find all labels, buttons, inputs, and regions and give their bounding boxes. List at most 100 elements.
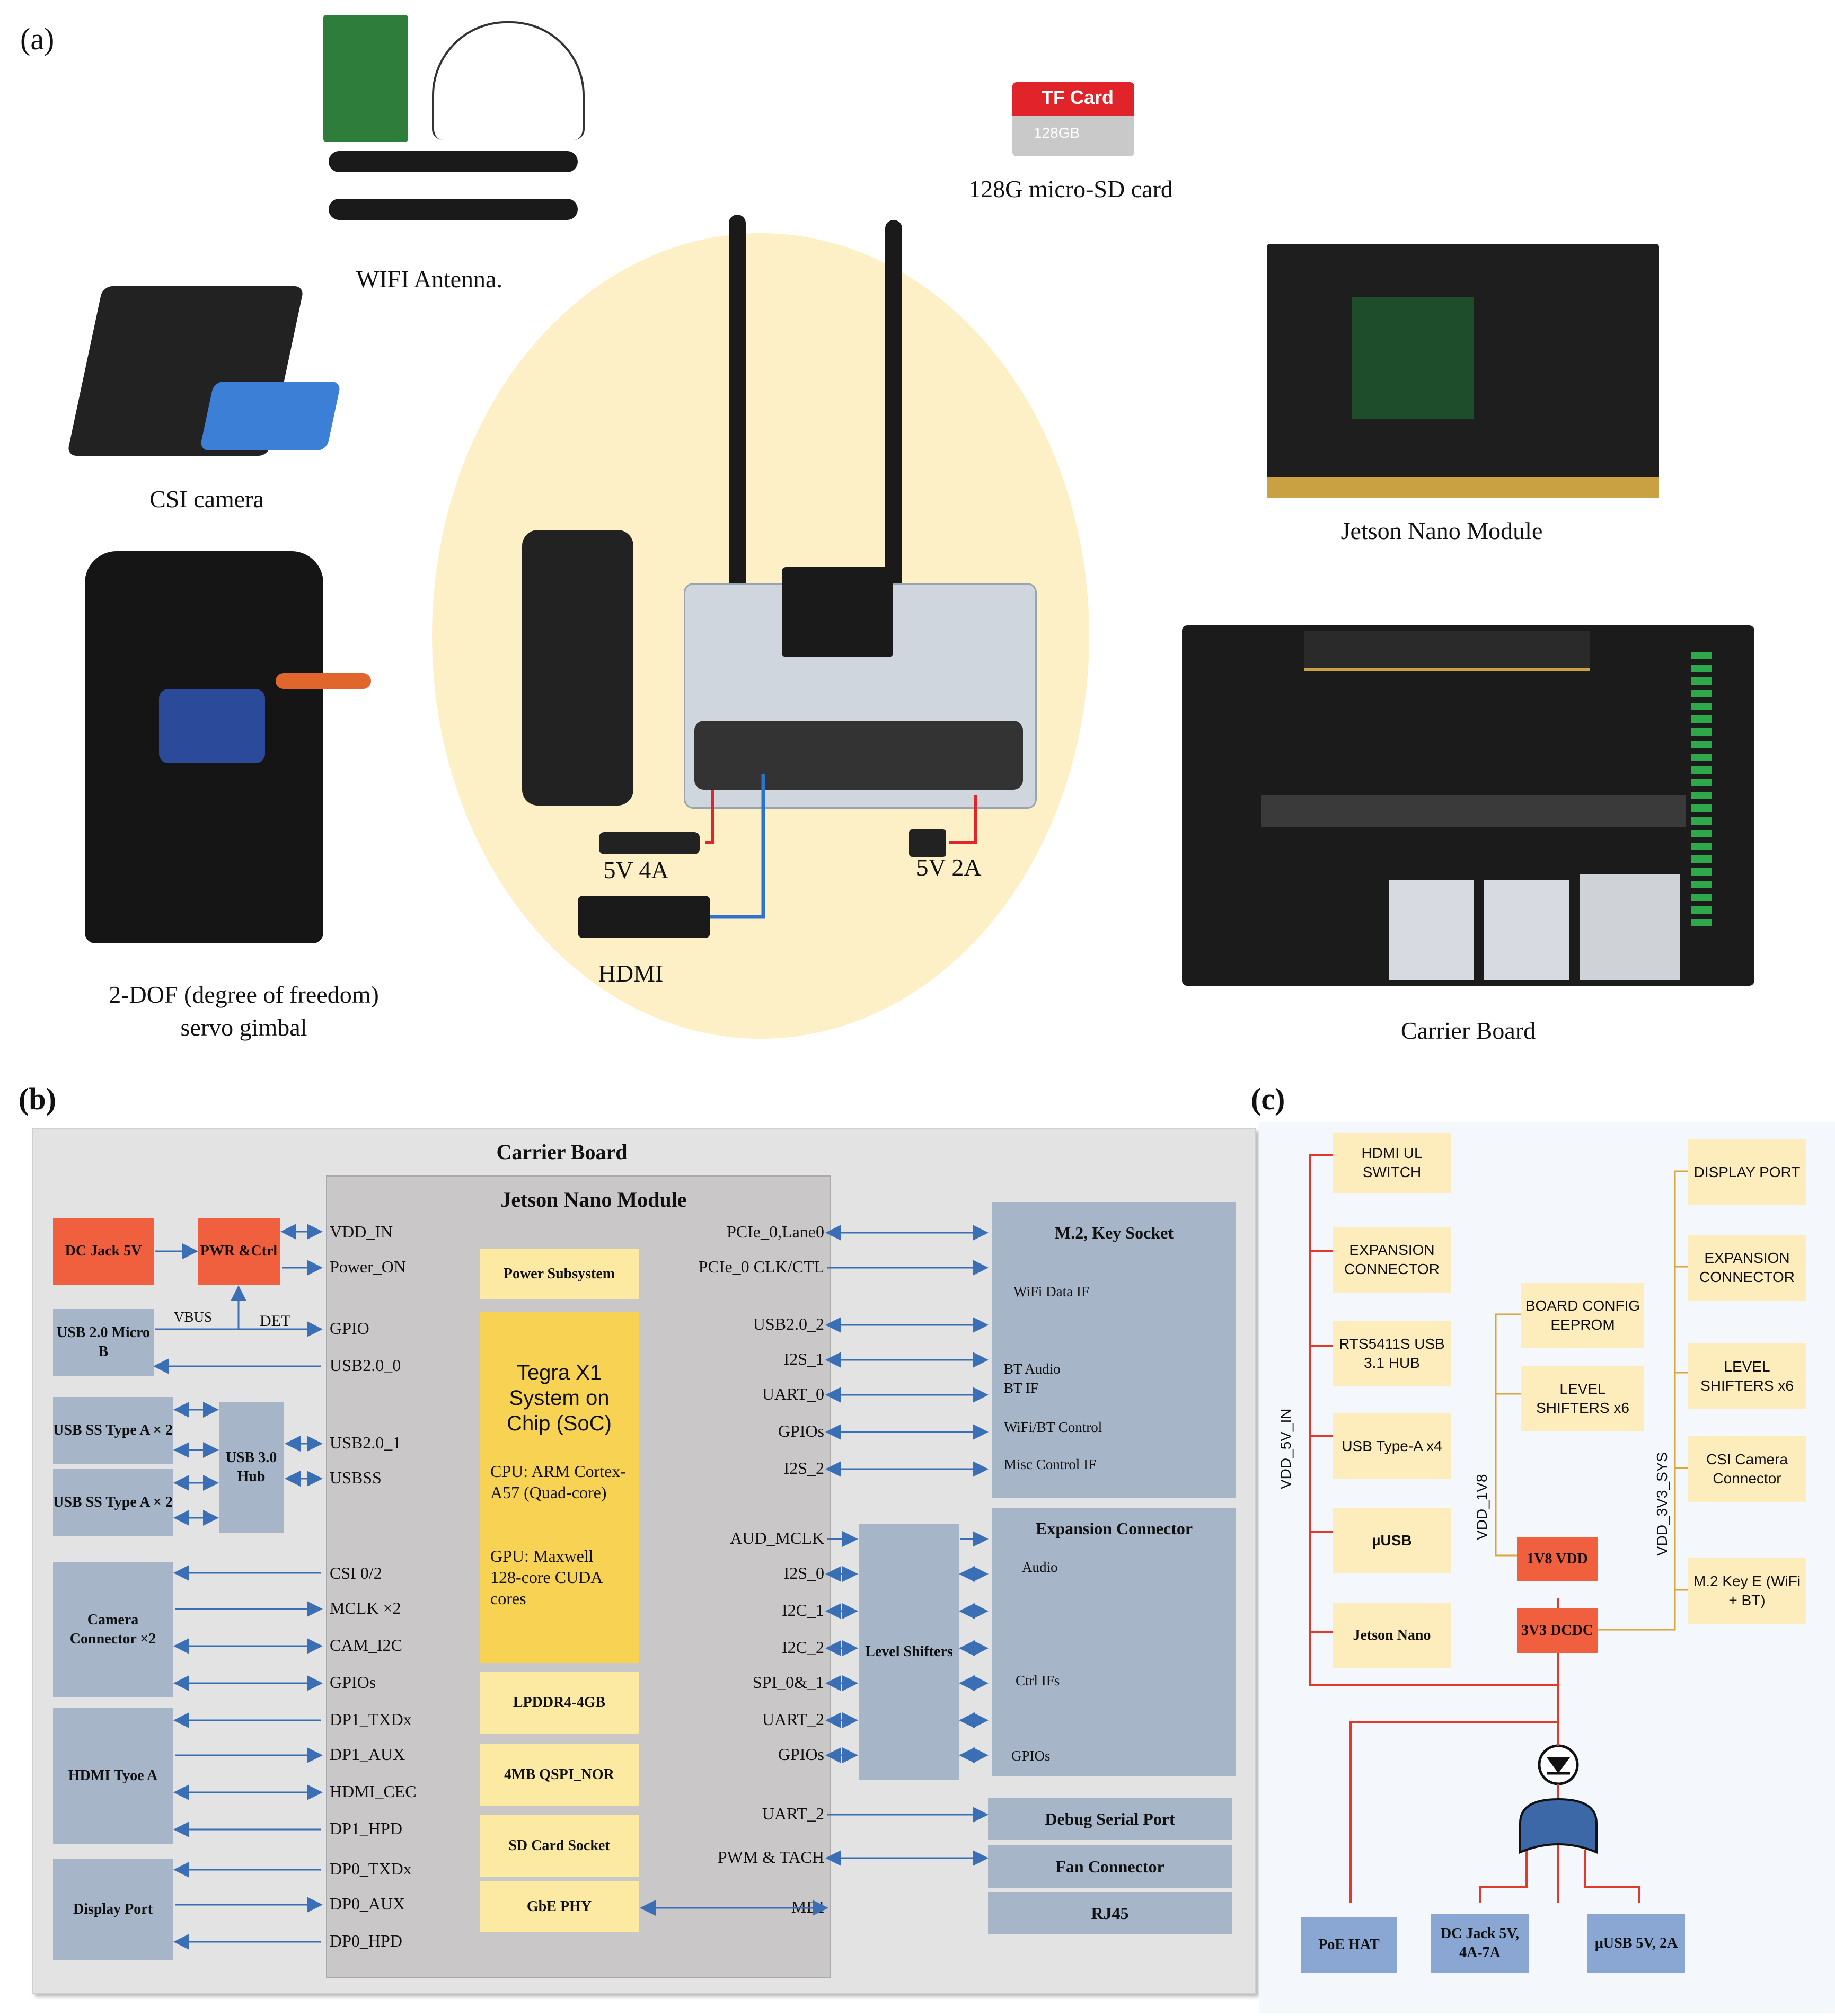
power-load-box: DISPLAY PORT: [1688, 1139, 1806, 1205]
left-signal: DP0_TXDx: [330, 1859, 412, 1878]
left-signal: DP0_HPD: [330, 1931, 402, 1950]
right-signal: UART_0: [762, 1384, 824, 1403]
right-signal: I2C_2: [782, 1638, 824, 1657]
power-load-box: M.2 Key E (WiFi + BT): [1688, 1558, 1806, 1624]
diode-icon: [1538, 1738, 1579, 1802]
power-load-box: CSI Camera Connector: [1688, 1436, 1806, 1502]
left-signal: USBSS: [330, 1468, 382, 1487]
carrier-rj45-graphic: [1580, 874, 1680, 980]
assembly-antenna-2: [885, 220, 902, 596]
hdmi-block: HDMI Tyoe A: [53, 1708, 173, 1844]
usb20-micro-block: USB 2.0 Micro B: [53, 1309, 154, 1376]
gimbal-caption-2: servo gimbal: [180, 1014, 307, 1041]
cable-hdmi-label: HDMI: [598, 960, 664, 987]
carrier-usb-graphic-2: [1484, 880, 1569, 980]
right-signal: GPIOs: [778, 1421, 824, 1440]
m2-item: BT IF: [1004, 1380, 1038, 1396]
cable-lines: [705, 774, 977, 919]
fan-connector-block: Fan Connector: [988, 1845, 1232, 1888]
qspi-block: 4MB QSPI_NOR: [480, 1744, 639, 1806]
sd-caption: 128G micro-SD card: [968, 175, 1173, 202]
sd-label-top: TF Card: [1042, 86, 1114, 108]
camera-connector-block: Camera Connector ×2: [53, 1562, 173, 1697]
rj45-block: RJ45: [988, 1892, 1232, 1934]
left-signal: USB2.0_1: [330, 1433, 401, 1452]
left-signal: DP1_TXDx: [330, 1710, 412, 1729]
wifi-antenna-photo-1: [329, 151, 578, 172]
reg-3v3-block: 3V3 DCDC: [1517, 1608, 1598, 1653]
power-subsystem-block: Power Subsystem: [480, 1249, 639, 1299]
panel-a-letter: (a): [20, 22, 55, 56]
sd-card-photo: TF Card 128GB: [1012, 82, 1134, 156]
expansion-title: Expansion Connector: [1035, 1519, 1193, 1538]
display-port-block: Display Port: [53, 1859, 173, 1960]
left-signal: Power_ON: [330, 1257, 406, 1276]
right-signal: USB2.0_2: [753, 1314, 824, 1333]
left-signal: VDD_IN: [330, 1222, 393, 1241]
power-load-box: LEVEL SHIFTERS x6: [1688, 1343, 1806, 1409]
left-signal: USB2.0_0: [330, 1356, 401, 1375]
gold-edge-graphic: [1267, 477, 1659, 498]
assembly-camera-mount: [522, 530, 633, 806]
left-signal: DP0_AUX: [330, 1894, 405, 1913]
left-signal: GPIOs: [330, 1673, 376, 1692]
right-signal: AUD_MCLK: [730, 1528, 824, 1548]
power-load-box: HDMI UL SWITCH: [1333, 1133, 1451, 1193]
wifi-card-photo: [323, 15, 408, 142]
gbe-phy-block: GbE PHY: [480, 1881, 639, 1932]
right-signal: PCIe_0 CLK/CTL: [698, 1257, 824, 1276]
panel-c-letter: (c): [1251, 1082, 1285, 1116]
power-load-box: LEVEL SHIFTERS x6: [1521, 1366, 1644, 1431]
carrier-slot-graphic: [1261, 795, 1686, 827]
vbus-label: VBUS: [174, 1309, 213, 1325]
assembly-antenna-1: [729, 215, 746, 596]
right-signal: I2S_0: [783, 1563, 824, 1582]
power-load-box: USB Type-A x4: [1333, 1413, 1451, 1479]
source-box: DC Jack 5V, 4A-7A: [1431, 1914, 1529, 1973]
jetson-module-title: Jetson Nano Module: [500, 1188, 687, 1212]
sd-card-socket-block: SD Card Socket: [480, 1815, 639, 1877]
left-signal: DP1_HPD: [330, 1819, 402, 1838]
power-load-box: EXPANSION CONNECTOR: [1333, 1227, 1451, 1293]
carrier-caption: Carrier Board: [1400, 1017, 1536, 1044]
panel-b-letter: (b): [19, 1082, 56, 1116]
right-signal: I2S_2: [783, 1458, 824, 1478]
pwr-ctrl-block: PWR &Ctrl: [198, 1218, 280, 1285]
source-box: µUSB 5V, 2A: [1587, 1914, 1685, 1973]
or-gate-icon: [1519, 1798, 1598, 1854]
dc-jack-block: DC Jack 5V: [53, 1218, 154, 1285]
expansion-item: GPIOs: [1011, 1748, 1051, 1764]
m2-item: Misc Control IF: [1004, 1456, 1097, 1472]
wifi-antenna-photo-2: [329, 199, 578, 220]
dc-plug-5v2a-photo: [909, 829, 946, 857]
det-label: DET: [260, 1312, 291, 1330]
hdmi-plug-photo: [578, 896, 710, 938]
rail-1v8-label: VDD_1V8: [1474, 1474, 1490, 1540]
power-load-box: µUSB: [1333, 1508, 1451, 1573]
left-signal: DP1_AUX: [330, 1745, 405, 1764]
assembly-ports: [694, 721, 1023, 790]
expansion-item: Ctrl IFs: [1016, 1673, 1060, 1688]
lpddr-block: LPDDR4-4GB: [480, 1672, 639, 1734]
rail-3v3-label: VDD_3V3_SYS: [1654, 1452, 1670, 1556]
soc-chip-graphic: [1352, 297, 1474, 419]
cable-hdmi-line: [710, 774, 765, 919]
power-load-box: BOARD CONFIG EEPROM: [1521, 1283, 1644, 1348]
soc-cpu: CPU: ARM Cortex-A57 (Quad-core): [490, 1462, 627, 1502]
cable-5v2a-line: [949, 795, 977, 844]
rail-5v-label: VDD_5V_IN: [1277, 1408, 1294, 1489]
m2-item: WiFi Data IF: [1013, 1284, 1089, 1299]
usbss-block-2: USB SS Type A × 2: [53, 1469, 173, 1536]
m2-item: WiFi/BT Control: [1004, 1419, 1102, 1435]
soc-gpu: GPU: Maxwell 128-core CUDA cores: [490, 1546, 602, 1608]
left-signal: HDMI_CEC: [330, 1782, 417, 1801]
level-shifters-block: Level Shifters: [859, 1524, 959, 1780]
jetson-nano-photo: [1267, 244, 1659, 498]
expansion-connector-block: Expansion Connector Audio Ctrl IFs GPIOs: [992, 1508, 1236, 1776]
reg-1v8-block: 1V8 VDD: [1517, 1537, 1598, 1581]
soc-block: Tegra X1 System on Chip (SoC) CPU: ARM C…: [480, 1312, 639, 1663]
right-signal: GPIOs: [778, 1745, 824, 1764]
gimbal-servo-photo: [159, 689, 265, 763]
power-load-box: RTS5411S USB 3.1 HUB: [1333, 1321, 1451, 1386]
m2-item: BT Audio: [1004, 1361, 1061, 1377]
